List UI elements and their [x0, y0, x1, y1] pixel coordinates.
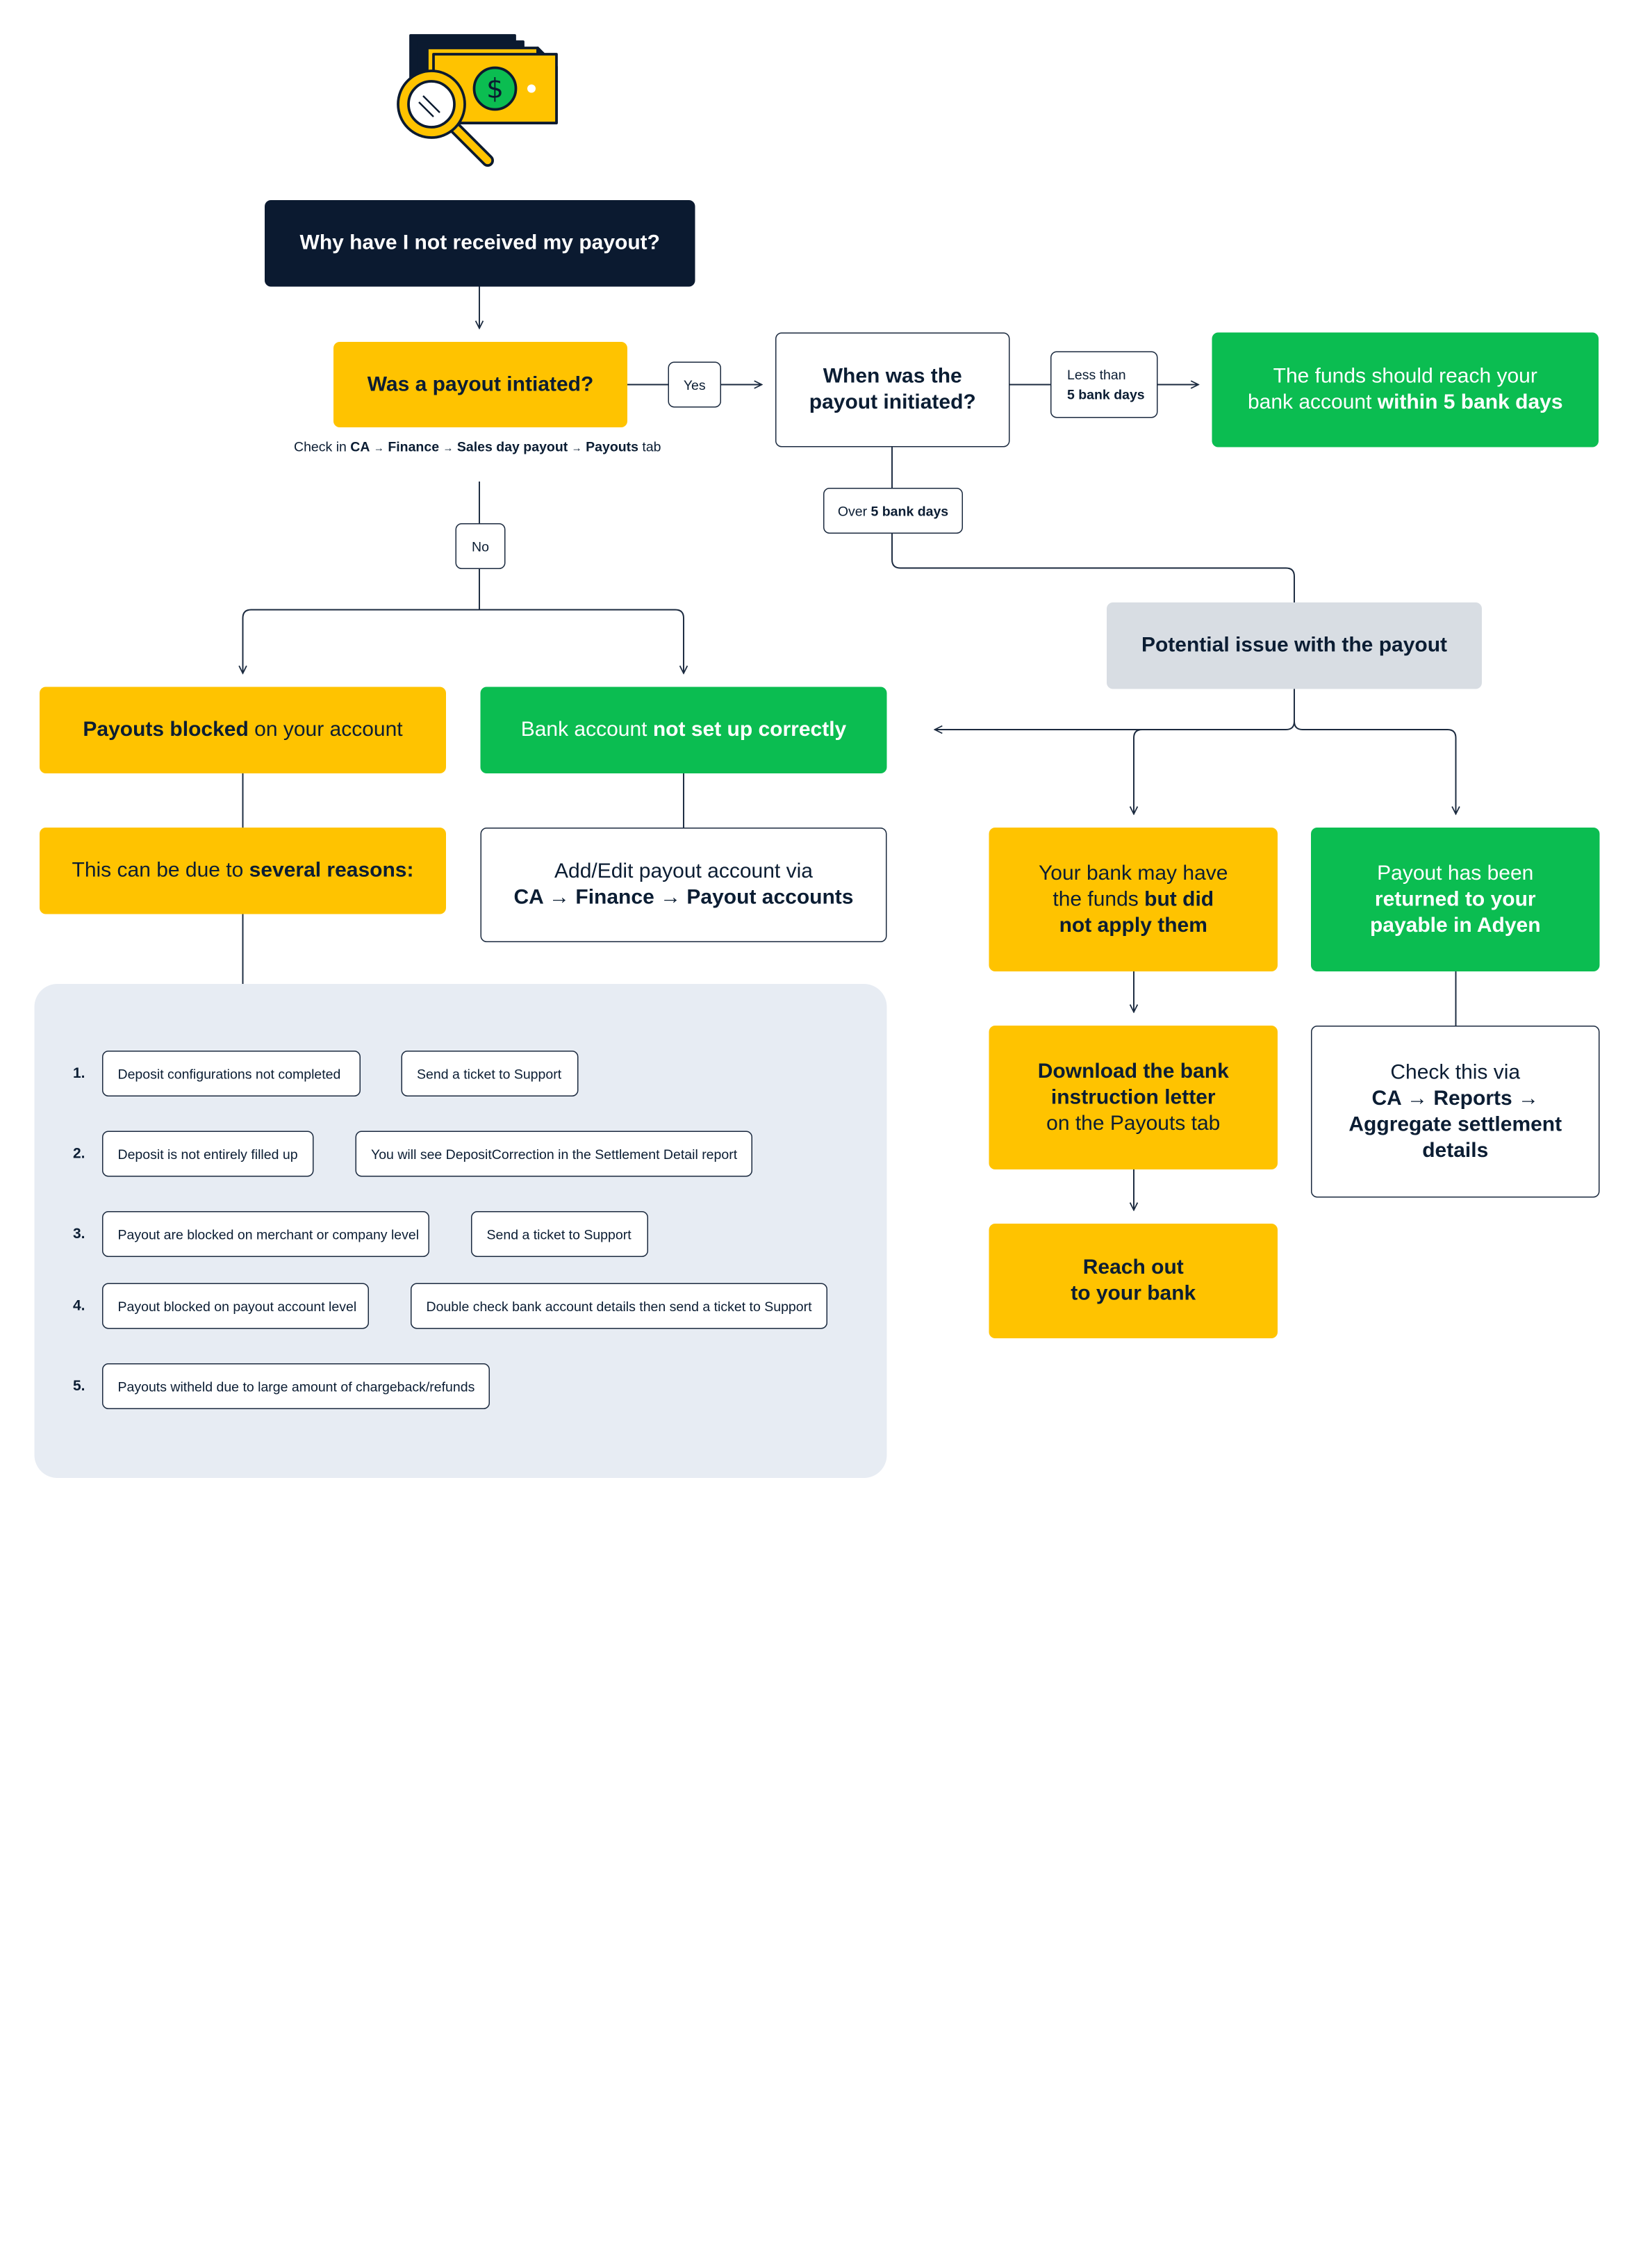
bank-may-have-box: Your bank may have the funds but did not… — [989, 828, 1278, 971]
reason-number: 3. — [73, 1224, 85, 1242]
reason-action: Send a ticket to Support — [401, 1051, 579, 1096]
reason-action: Double check bank account details then s… — [411, 1283, 827, 1329]
svg-text:$: $ — [486, 74, 504, 105]
several-reasons-box: This can be due to several reasons: — [40, 828, 446, 914]
reason-cause-text: Deposit configurations not completed — [117, 1065, 341, 1082]
over-prefix: Over — [837, 502, 871, 519]
yes-label: Yes — [668, 361, 721, 408]
reason-action: Send a ticket to Support — [471, 1211, 648, 1257]
check-via-line1: Check this via — [1390, 1060, 1521, 1084]
reason-number: 2. — [73, 1144, 85, 1161]
hint-finance: Finance — [388, 438, 440, 455]
less-than-label: Less than 5 bank days — [1050, 351, 1158, 418]
returned-line2: returned to your — [1374, 887, 1536, 911]
hint-payouts: Payouts — [586, 438, 638, 455]
hint-arrow-icon: → — [571, 443, 582, 455]
check-via-line4: details — [1422, 1138, 1489, 1162]
blocked-normal: on your account — [248, 718, 403, 741]
potential-issue-text: Potential issue with the payout — [1141, 634, 1448, 657]
reason-cause-text: Payout blocked on payout account level — [117, 1298, 357, 1314]
main-question-text: Why have I not received my payout? — [299, 231, 660, 254]
add-edit-line1: Add/Edit payout account via — [554, 860, 813, 883]
download-line3: on the Payouts tab — [1046, 1111, 1221, 1135]
bank-may-line1: Your bank may have — [1039, 861, 1228, 885]
less-line1: Less than — [1067, 367, 1126, 383]
bank-not-setup-box: Bank account not set up correctly — [480, 687, 887, 773]
reason-cause: Deposit configurations not completed — [102, 1051, 361, 1096]
reason-action-text: You will see DepositCorrection in the Se… — [371, 1146, 738, 1162]
reason-cause: Deposit is not entirely filled up — [102, 1131, 314, 1177]
hint-suffix: tab — [638, 438, 661, 455]
bank-bold: not set up correctly — [652, 718, 847, 741]
payout-initiated-text: Was a payout intiated? — [367, 372, 594, 396]
money-magnifier-icon: $ — [397, 34, 558, 167]
funds-arrive-box: The funds should reach your bank account… — [1212, 332, 1599, 447]
bank-normal: Bank account — [520, 718, 653, 741]
hint-ca: CA — [350, 438, 370, 455]
main-question-box: Why have I not received my payout? — [265, 200, 695, 287]
download-letter-box: Download the bank instruction letter on … — [989, 1026, 1278, 1169]
hint-arrow-icon: → — [373, 443, 384, 455]
yes-text: Yes — [683, 377, 706, 393]
bank-may-line2-bold: but did — [1144, 887, 1214, 911]
over-label: Over 5 bank days — [823, 488, 963, 534]
returned-line1: Payout has been — [1377, 861, 1534, 885]
potential-issue-box: Potential issue with the payout — [1107, 602, 1482, 689]
download-line1: Download the bank — [1037, 1059, 1229, 1083]
reason-action-text: Send a ticket to Support — [417, 1065, 562, 1082]
over-bold: 5 bank days — [870, 502, 949, 519]
reason-cause-text: Deposit is not entirely filled up — [117, 1146, 298, 1162]
reason-action-text: Send a ticket to Support — [486, 1226, 632, 1242]
no-label: No — [455, 523, 506, 569]
reason-cause: Payouts witheld due to large amount of c… — [102, 1363, 490, 1409]
hint-sales: Sales day payout — [456, 438, 568, 455]
reach-line1: Reach out — [1082, 1256, 1184, 1279]
funds-line1: The funds should reach your — [1273, 365, 1537, 388]
reason-number: 4. — [73, 1297, 85, 1313]
bank-may-line2: the funds — [1053, 887, 1145, 911]
add-edit-line2: CA → Finance → Payout accounts — [513, 886, 854, 909]
blocked-bold: Payouts blocked — [83, 718, 249, 741]
reach-bank-box: Reach out to your bank — [989, 1224, 1278, 1338]
returned-line3: payable in Adyen — [1369, 913, 1541, 937]
add-edit-account-box: Add/Edit payout account via CA → Finance… — [480, 828, 887, 942]
check-hint: Check in CA → Finance → Sales day payout… — [294, 439, 661, 455]
reason-cause-text: Payout are blocked on merchant or compan… — [117, 1226, 420, 1242]
check-via-box: Check this via CA → Reports → Aggregate … — [1311, 1026, 1600, 1198]
check-via-line2: CA → Reports → — [1371, 1086, 1540, 1110]
check-via-line3: Aggregate settlement — [1348, 1112, 1562, 1136]
when-line1: When was the — [823, 365, 962, 388]
reasons-normal: This can be due to — [72, 859, 249, 882]
payout-initiated-box: Was a payout intiated? — [333, 342, 627, 427]
reason-cause-text: Payouts witheld due to large amount of c… — [117, 1378, 475, 1395]
payouts-blocked-box: Payouts blocked on your account — [40, 687, 446, 773]
when-initiated-box: When was the payout initiated? — [775, 332, 1010, 447]
reason-action-text: Double check bank account details then s… — [426, 1298, 812, 1314]
reason-number: 1. — [73, 1064, 85, 1081]
payout-returned-box: Payout has been returned to your payable… — [1311, 828, 1600, 971]
reach-line2: to your bank — [1071, 1282, 1196, 1305]
bank-may-line3: not apply them — [1059, 913, 1207, 937]
reason-cause: Payout are blocked on merchant or compan… — [102, 1211, 429, 1257]
funds-line2-bold: within 5 bank days — [1377, 391, 1563, 414]
reason-action: You will see DepositCorrection in the Se… — [355, 1131, 752, 1177]
download-line2: instruction letter — [1050, 1085, 1216, 1109]
hint-prefix: Check in — [294, 438, 351, 455]
less-line2: 5 bank days — [1067, 386, 1145, 403]
funds-line2: bank account — [1247, 391, 1378, 414]
hint-arrow-icon: → — [443, 443, 454, 455]
reason-cause: Payout blocked on payout account level — [102, 1283, 369, 1329]
reason-number: 5. — [73, 1377, 85, 1394]
no-text: No — [472, 538, 489, 554]
when-line2: payout initiated? — [809, 391, 976, 414]
reasons-bold: several reasons: — [249, 859, 414, 882]
